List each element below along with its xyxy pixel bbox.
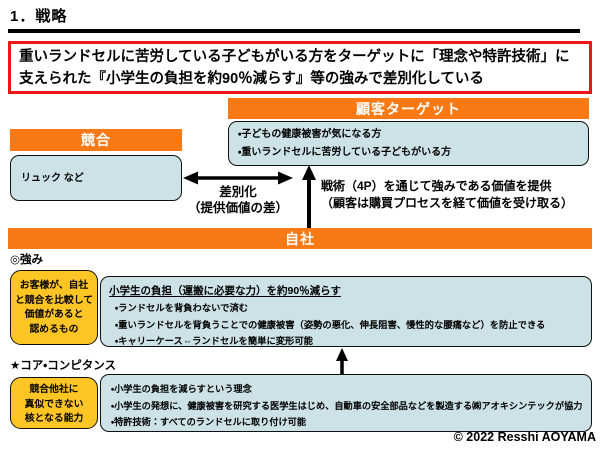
company-header: 自社 [8, 228, 592, 249]
core-competence-box: ・小学生の負担を減らすという理念 ・小学生の発想に、健康被害を研究する医学生はじ… [100, 374, 592, 432]
customer-target-box: ・子どもの健康被害が気になる方 ・重いランドセルに苦労している子どもがいる方 [228, 121, 589, 166]
differentiation-double-arrow-icon [183, 171, 293, 185]
strategy-summary-box: 重いランドセルに苦労している子どもがいる方をターゲットに「理念や特許技術」に 支… [8, 41, 592, 94]
competitor-header: 競合 [10, 129, 182, 151]
core-definition-line: 核となる能力 [24, 413, 84, 424]
core-definition-line: 競合他社に [29, 384, 79, 395]
strength-item: ・キャリーケース⇔ランドセルを簡単に変形可能 [115, 336, 313, 346]
competitor-box: リュック など [10, 155, 182, 201]
strength-title: 小学生の負担（運搬に必要な力）を約90％減らす [109, 285, 341, 297]
title-underline [8, 29, 580, 33]
differentiation-label: 差別化 （提供価値の差） [168, 184, 308, 216]
customer-target-item: ・重いランドセルに苦労している子どもがいる方 [238, 146, 452, 158]
core-support-arrow-icon [334, 348, 350, 377]
strength-definition-line: お客様が、自社 [19, 280, 89, 291]
strength-item: ・ランドセルを背負わないで済む [115, 303, 249, 313]
strength-definition-line: 認めるもの [29, 323, 79, 335]
core-definition-line: 真似できない [24, 398, 84, 410]
strength-box: 小学生の負担（運搬に必要な力）を約90％減らす ・ランドセルを背負わないで済む … [100, 276, 592, 347]
tactics-line-1: 戦術（4P）を通じて強みである価値を提供 [321, 179, 552, 193]
strength-definition-line: と競合を比較して [14, 294, 94, 306]
strength-item: ・重いランドセルを背負うことでの健康被害（姿勢の悪化、伸長阻害、慢性的な腰痛など… [115, 319, 546, 330]
summary-line-2: 支えられた『小学生の負担を約90％減らす』等の強みで差別化している [19, 70, 484, 87]
page-title: 1．戦略 [10, 8, 68, 25]
differentiation-title: 差別化 [219, 185, 257, 199]
core-item: ・小学生の発想に、健康被害を研究する医学生はじめ、自動車の安全部品などを製造する… [111, 400, 583, 411]
customer-target-header: 顧客ターゲット [228, 98, 589, 119]
core-item: ・小学生の負担を減らすという理念 [111, 384, 252, 394]
tactics-line-2: （顧客は購買プロセスを経て価値を受け取る） [321, 195, 574, 210]
tactics-label: 戦術（4P）を通じて強みである価値を提供 （顧客は購買プロセスを経て価値を受け取… [321, 178, 599, 211]
strength-definition-line: 価値があると [24, 309, 84, 320]
differentiation-subtitle: （提供価値の差） [187, 201, 288, 215]
strength-definition-box: お客様が、自社 と競合を比較して 価値があると 認めるもの [10, 270, 98, 345]
core-competence-definition-box: 競合他社に 真似できない 核となる能力 [10, 377, 98, 429]
core-competence-section-label: ★コア・コンピタンス [10, 360, 116, 372]
summary-line-1: 重いランドセルに苦労している子どもがいる方をターゲットに「理念や特許技術」に [19, 49, 570, 65]
core-item: ・特許技術：すべてのランドセルに取り付け可能 [111, 417, 307, 427]
strength-section-label: ◎強み [10, 254, 44, 266]
customer-target-item: ・子どもの健康被害が気になる方 [238, 129, 382, 140]
copyright-notice: © 2022 Resshi AOYAMA [453, 430, 596, 444]
value-delivery-arrow-icon [301, 165, 317, 229]
